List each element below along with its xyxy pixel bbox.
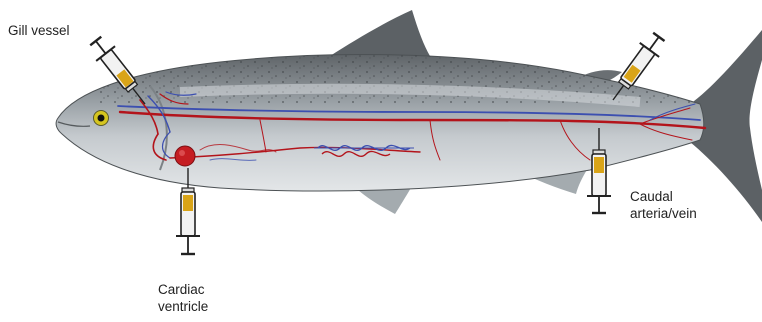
gill-vessel-text: Gill vessel [8, 23, 70, 38]
caudal-arteria-vein-label: Caudal arteria/vein [630, 188, 697, 222]
cardiac-label-line-1: Cardiac [158, 281, 208, 298]
dorsal-fin [330, 10, 430, 56]
cardiac-label-line-2: ventricle [158, 298, 208, 315]
cardiac-ventricle-label: Cardiac ventricle [158, 281, 208, 315]
heart-icon [175, 146, 195, 166]
caudal-label-line-2: arteria/vein [630, 205, 697, 222]
caudal-label-line-1: Caudal [630, 188, 697, 205]
gill-vessel-label: Gill vessel [8, 22, 70, 39]
